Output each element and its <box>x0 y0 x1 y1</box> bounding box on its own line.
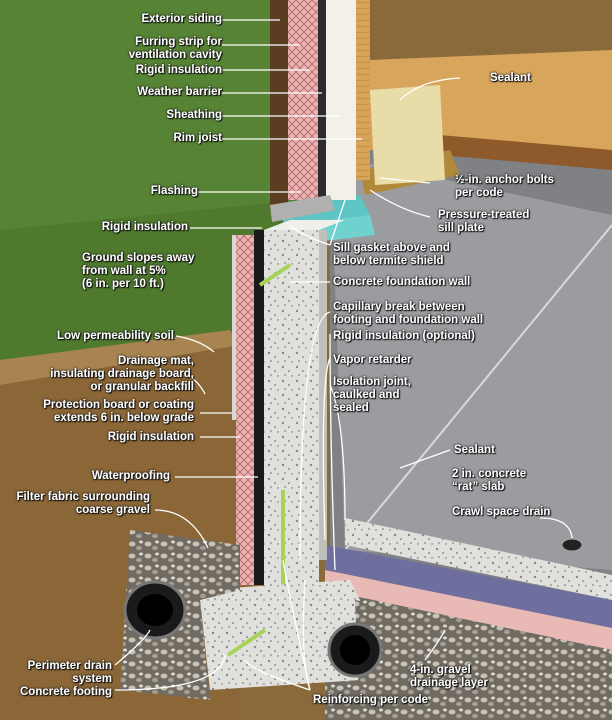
label-gravel-layer: 4-in. gravel drainage layer <box>410 664 488 689</box>
label-anchor-bolts: ½-in. anchor bolts per code <box>455 174 555 199</box>
label-crawl-drain: Crawl space drain <box>452 506 551 518</box>
label-flashing: Flashing <box>150 185 198 197</box>
drainage-mat <box>236 235 254 585</box>
siding <box>270 0 288 210</box>
label-sealant-mid: Sealant <box>454 444 495 456</box>
label-rim-joist: Rim joist <box>173 132 222 144</box>
label-rigid-insulation-optional: Rigid insulation (optional) <box>333 330 475 342</box>
label-vapor-retarder: Vapor retarder <box>333 354 412 366</box>
vapor-retarder-layer <box>325 545 612 628</box>
label-isolation-joint: Isolation joint, caulked and sealed <box>333 376 411 414</box>
label-perimeter-drain: Perimeter drain system <box>27 660 112 685</box>
label-rigid-insulation-top: Rigid insulation <box>135 64 222 76</box>
label-protection-board: Protection board or coating extends 6 in… <box>43 399 194 424</box>
label-capillary-break: Capillary break between footing and foun… <box>333 301 484 326</box>
flashing-piece <box>270 195 335 222</box>
label-waterproofing: Waterproofing <box>91 470 170 482</box>
rigid-insulation-optional-layer <box>325 570 612 650</box>
sill-plate-block <box>370 85 445 185</box>
label-concrete-footing: Concrete footing <box>20 686 112 698</box>
rat-slab-top <box>330 155 612 570</box>
label-exterior-siding: Exterior siding <box>141 13 222 25</box>
soil-surface <box>0 330 240 385</box>
label-sill-gasket: Sill gasket above and below termite shie… <box>333 242 450 267</box>
label-drainage-mat: Drainage mat, insulating drainage board,… <box>50 355 194 393</box>
concrete-footing-block <box>200 580 360 690</box>
label-foundation-wall: Concrete foundation wall <box>333 276 471 288</box>
label-filter-fabric: Filter fabric surrounding coarse gravel <box>16 491 150 516</box>
label-furring-strip: Furring strip for ventilation cavity <box>128 36 222 61</box>
label-sill-plate: Pressure-treated sill plate <box>438 209 530 234</box>
foundation-wall-section <box>264 230 319 590</box>
label-weather-barrier: Weather barrier <box>137 86 222 98</box>
waterproofing-layer <box>254 230 264 585</box>
label-low-permeability-soil: Low permeability soil <box>57 330 174 342</box>
label-rigid-insulation-low: Rigid insulation <box>107 431 194 443</box>
label-reinforcing: Reinforcing per code <box>313 694 429 706</box>
label-ground-slopes: Ground slopes away from wall at 5% (6 in… <box>82 252 195 290</box>
label-sealant-top: Sealant <box>490 72 531 84</box>
label-rigid-insulation-mid: Rigid insulation <box>101 221 188 233</box>
crawl-space-drain <box>561 538 583 552</box>
rim-joist-layer <box>356 0 370 180</box>
rigid-insulation-top-layer <box>288 0 318 200</box>
rat-slab-edge <box>345 518 612 600</box>
label-sheathing: Sheathing <box>166 109 222 121</box>
label-rat-slab: 2 in. concrete “rat” slab <box>452 468 527 493</box>
